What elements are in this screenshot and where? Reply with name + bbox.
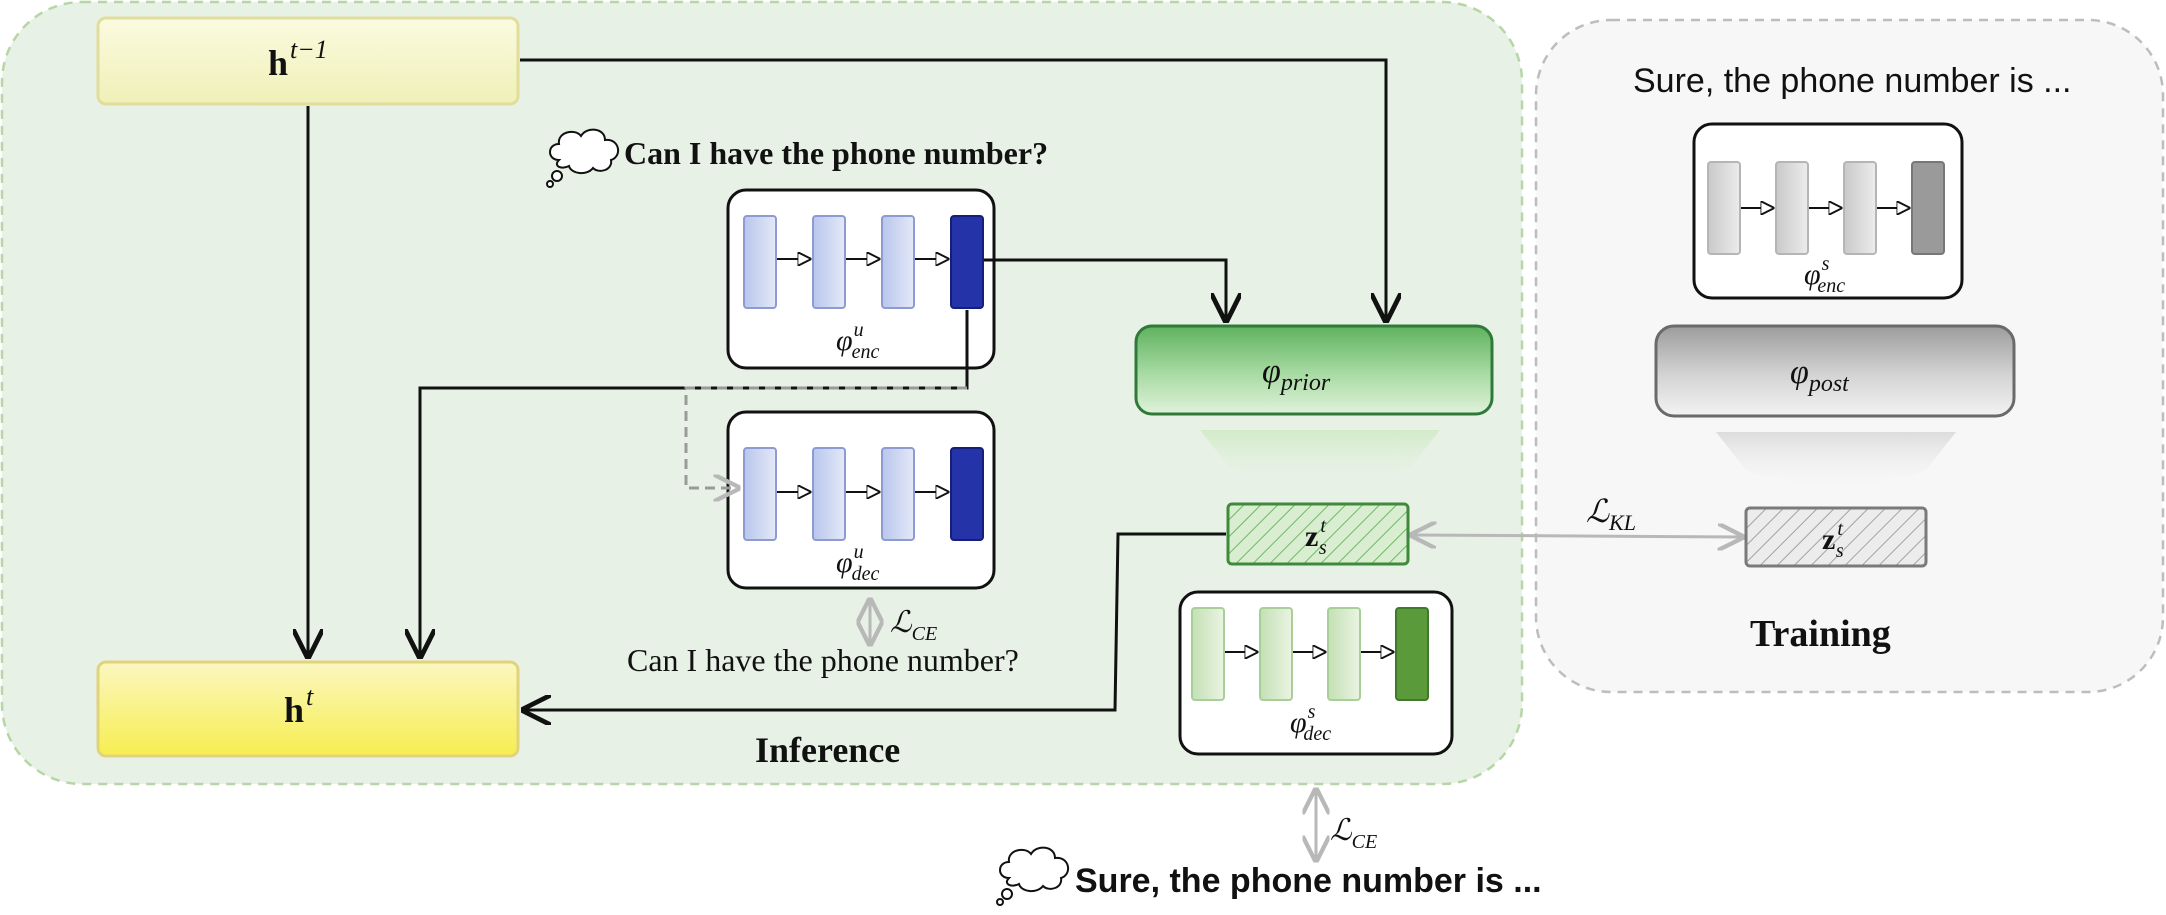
- posterior-block: [1654, 324, 2016, 418]
- dec-u-cell-4: [950, 447, 984, 541]
- h-cur-box: [96, 660, 520, 758]
- dec-u-cell-1: [743, 447, 777, 541]
- kl-arrow: [1412, 535, 1742, 537]
- enc-u-cell-3: [881, 215, 915, 309]
- user-thought-text: Can I have the phone number?: [624, 135, 1048, 171]
- prior-label: φprior: [1262, 353, 1331, 396]
- enc-u-cell-4: [950, 215, 984, 309]
- inference-panel: [0, 0, 1524, 786]
- thought-cloud-icon: [996, 846, 1070, 906]
- posterior-label: φpost: [1790, 354, 1850, 397]
- prior-block: [1134, 324, 1494, 416]
- prior-funnel: [1200, 430, 1440, 484]
- thought-cloud-icon: [546, 128, 620, 188]
- kl-label: ℒKL: [1586, 493, 1636, 535]
- dec-u-cell-3: [881, 447, 915, 541]
- z-latent-inference: [1226, 502, 1410, 566]
- training-title: Training: [1750, 613, 1891, 655]
- posterior-funnel: [1716, 432, 1956, 486]
- dec-s-cell-4: [1395, 607, 1429, 701]
- dec-s-cell-1: [1191, 607, 1225, 701]
- enc-s-cell-4: [1911, 161, 1945, 255]
- enc-u-cell-2: [812, 215, 846, 309]
- arrow-hprev-to-prior: [520, 58, 1386, 320]
- dec-u-cell-2: [812, 447, 846, 541]
- training-utterance-text: Sure, the phone number is ...: [1633, 62, 2071, 100]
- enc-s-cell-1: [1707, 161, 1741, 255]
- system-thought-text: Sure, the phone number is ...: [1075, 862, 1542, 900]
- enc-u-cell-1: [743, 215, 777, 309]
- user-utterance-text: Can I have the phone number?: [627, 642, 1019, 678]
- user-ce-label: ℒCE: [890, 606, 937, 645]
- enc-s-cell-2: [1775, 161, 1809, 255]
- z-latent-training: [1744, 506, 1928, 568]
- h-cur-label: ht: [284, 682, 314, 730]
- inference-title: Inference: [755, 730, 900, 770]
- enc-s-cell-3: [1843, 161, 1877, 255]
- h-prev-box: [96, 16, 520, 106]
- arrow-z-to-hcur: [524, 532, 1226, 710]
- h-prev-label: ht−1: [268, 35, 328, 83]
- system-ce-label: ℒCE: [1330, 814, 1377, 853]
- dec-s-cell-2: [1259, 607, 1293, 701]
- dec-s-cell-3: [1327, 607, 1361, 701]
- arrow-enc-to-prior: [984, 258, 1226, 320]
- arrow-enc-to-dec-dashed: [684, 386, 967, 488]
